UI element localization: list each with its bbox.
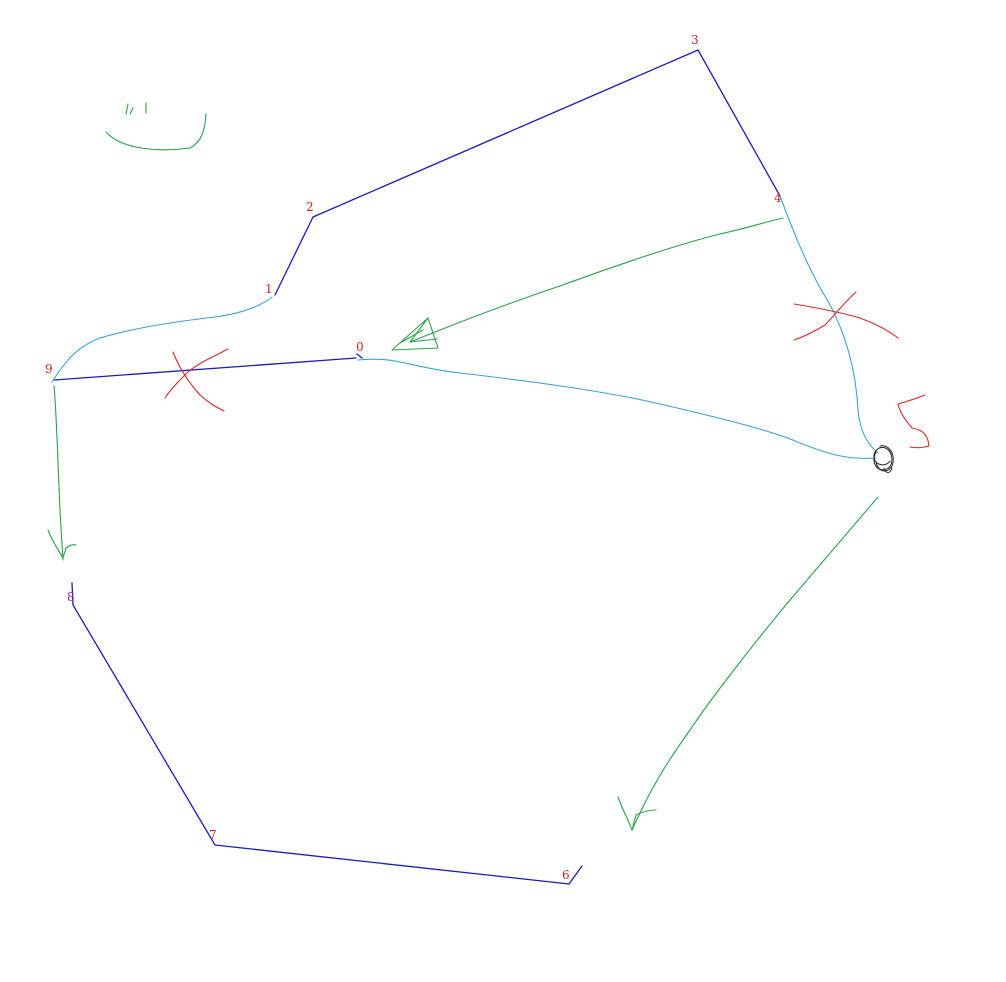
arrow-5-head (617, 796, 657, 831)
arrow-5-down (631, 496, 879, 831)
traced-curves (51, 195, 879, 459)
cross-right-a (793, 303, 899, 339)
smile-tick-left (125, 103, 134, 115)
node-labels: 0 1 2 3 4 6 7 8 9 (45, 33, 782, 882)
edge-9-0 (53, 357, 357, 381)
label-0: 0 (356, 340, 364, 354)
arrow-9-down (53, 385, 64, 561)
cross-right-b (793, 291, 857, 341)
edge-8-7-6 (71, 582, 583, 885)
smile-curve (105, 113, 207, 151)
cross-left-a (172, 351, 225, 412)
line-triangle-to-4 (409, 217, 784, 343)
label-9: 9 (45, 362, 53, 376)
curve-4-to-5 (779, 195, 879, 454)
triangle-mark (391, 317, 439, 351)
green-strokes (47, 102, 879, 831)
curve-9-to-1 (51, 296, 273, 383)
curve-0-to-5 (357, 358, 877, 459)
red-strokes (164, 291, 930, 449)
label-7: 7 (209, 828, 217, 842)
label-3: 3 (691, 33, 699, 47)
polygon-edges (53, 49, 781, 885)
label-4: 4 (774, 191, 782, 205)
label-2: 2 (306, 200, 314, 214)
edge-1-2-3-4 (274, 49, 781, 296)
edge-0-tick (356, 353, 363, 359)
label-1: 1 (265, 282, 273, 296)
arrow-9-head (47, 529, 77, 559)
cross-left-b (164, 348, 229, 399)
five-mark (897, 394, 930, 449)
label-6: 6 (562, 868, 570, 882)
label-8: 8 (67, 590, 75, 604)
node-5-scribble (873, 445, 894, 473)
